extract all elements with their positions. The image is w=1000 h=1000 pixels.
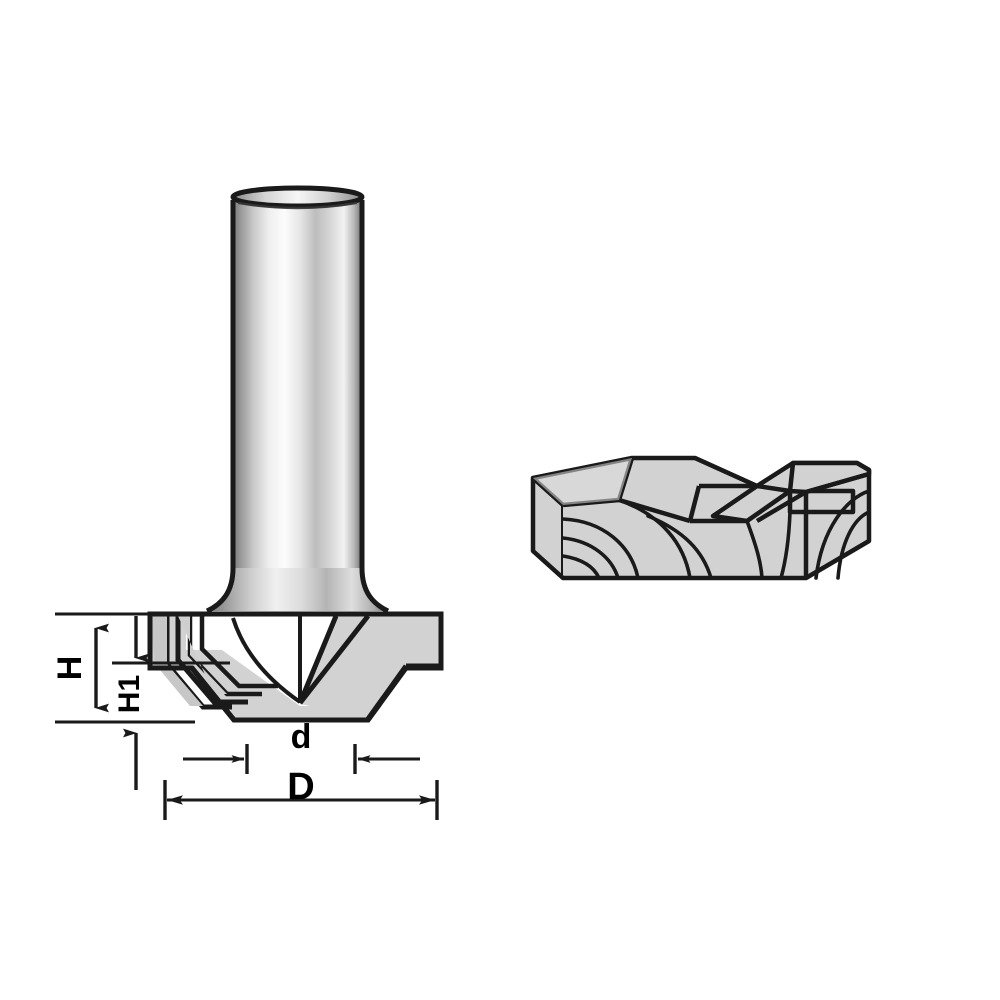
dimension-label-d: d [291, 718, 312, 756]
dimension-d: d [183, 718, 420, 774]
wood-grain-right [745, 489, 871, 580]
dimension-H: H [51, 623, 109, 713]
shank-to-body-fillet [205, 567, 390, 614]
dimension-label-H1: H1 [113, 675, 146, 713]
dimension-label-D: D [287, 766, 314, 808]
dimension-D: D [163, 766, 439, 820]
cutter-body [147, 611, 444, 723]
shank [230, 185, 365, 608]
router-bit-front-view [147, 185, 444, 723]
dimension-H1: H1 [113, 616, 149, 713]
shank-top-face [230, 185, 365, 209]
dimension-label-H: H [51, 656, 89, 681]
wood-grain-left [561, 498, 713, 580]
dimension-annotations: H H1 d [51, 612, 439, 820]
carbide-cutting-edges [150, 614, 278, 710]
wood-profile-sample [530, 455, 872, 581]
